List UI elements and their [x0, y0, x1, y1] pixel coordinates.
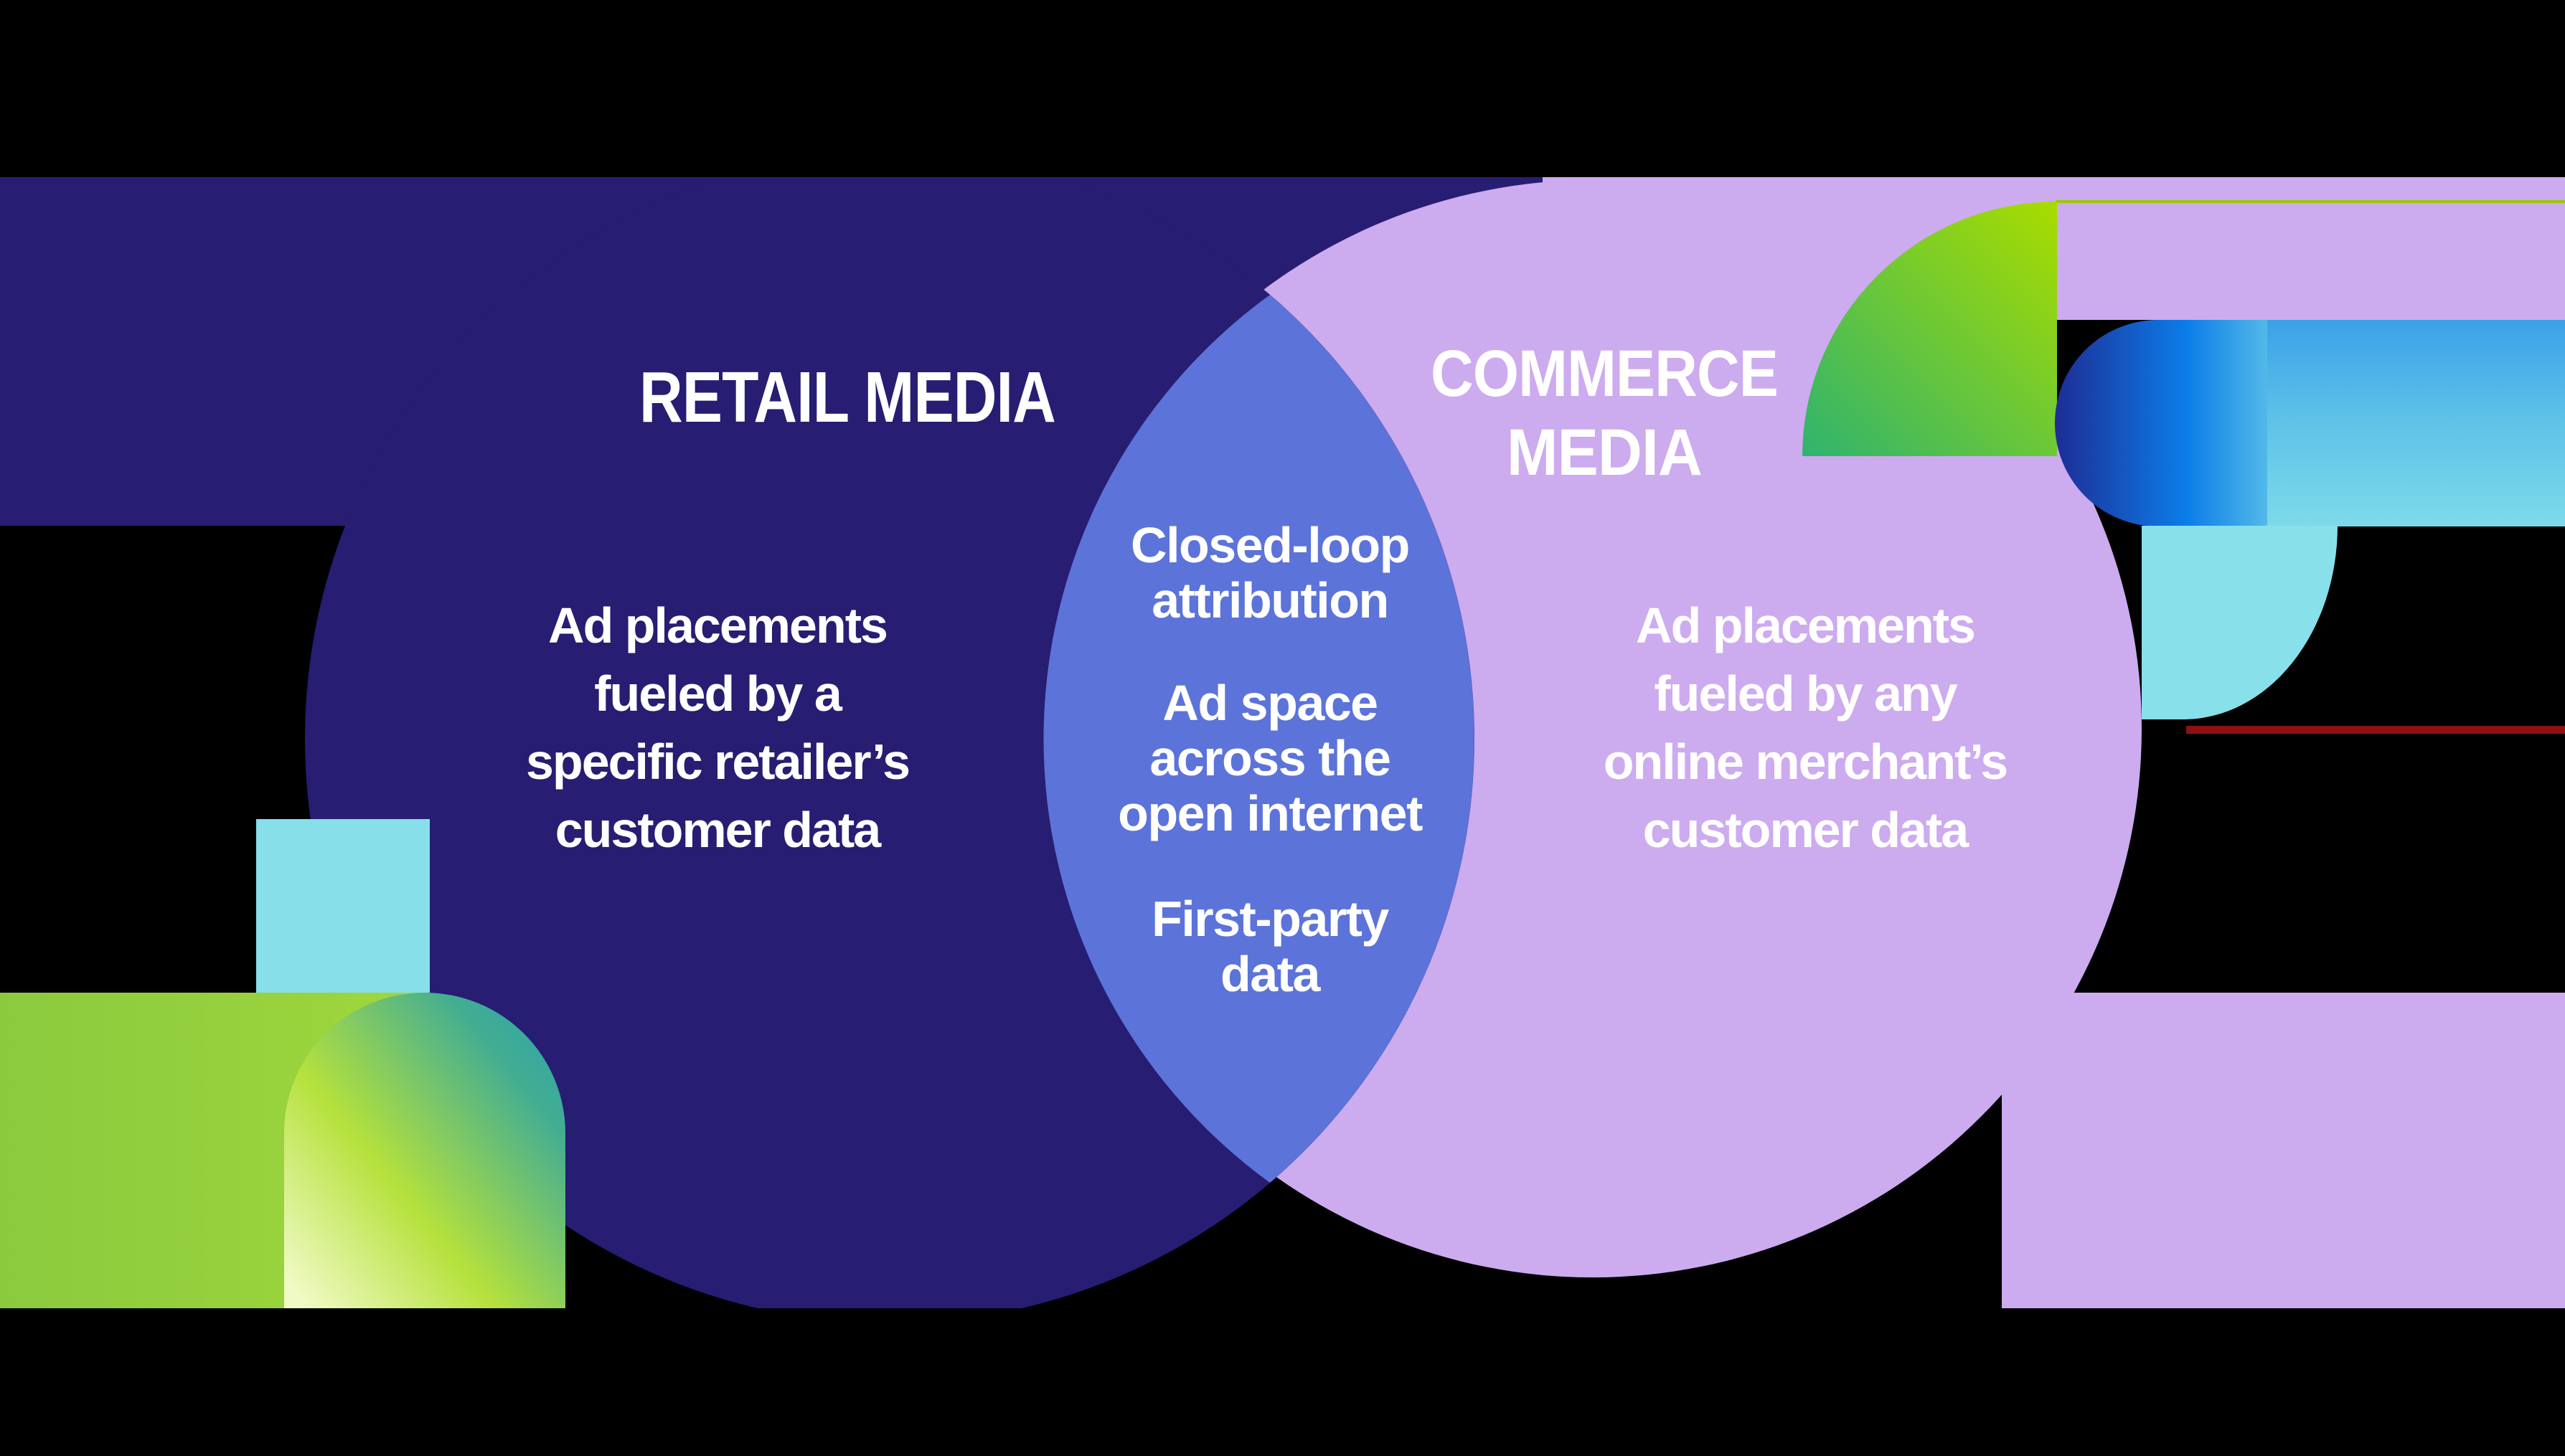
retail-body-line: fueled by a	[594, 666, 843, 722]
commerce-media-title-line1: COMMERCE	[1431, 337, 1778, 410]
purple-bottom-band	[2002, 993, 2565, 1308]
commerce-media-title-line2: MEDIA	[1507, 416, 1702, 489]
cyan-square	[256, 819, 430, 993]
lens-item-line: across the	[1149, 730, 1390, 786]
green-quarter-disc	[1802, 202, 2057, 456]
lens-item-line: Closed-loop	[1131, 517, 1409, 573]
green-accent-line	[2056, 200, 2565, 203]
retail-body-line: specific retailer’s	[526, 734, 909, 790]
blue-gradient-pill	[2055, 320, 2565, 526]
retail-body-line: Ad placements	[548, 597, 887, 653]
cyan-quarter-block	[2142, 526, 2338, 719]
commerce-body-line: fueled by any	[1654, 666, 1957, 722]
lens-item-line: data	[1220, 946, 1322, 1002]
retail-body-text: Ad placements fueled by a specific retai…	[526, 597, 910, 858]
blue-ball	[2055, 320, 2267, 526]
gradient-arch	[284, 993, 565, 1308]
commerce-media-title: COMMERCE MEDIA	[1431, 337, 1779, 489]
lens-item-line: attribution	[1152, 572, 1388, 628]
lens-item-line: Ad space	[1162, 675, 1377, 731]
retail-media-title: RETAIL MEDIA	[639, 357, 1055, 438]
commerce-body-line: Ad placements	[1636, 597, 1975, 653]
lens-item-line: open internet	[1118, 785, 1423, 841]
overlap-lens	[1043, 295, 1474, 1183]
commerce-body-line: customer data	[1643, 802, 1970, 858]
retail-body-line: customer data	[555, 802, 883, 858]
lens-item-line: First-party	[1152, 891, 1389, 947]
commerce-body-text: Ad placements fueled by any online merch…	[1604, 597, 2009, 858]
overlap-text: Closed-loop attribution Ad space across …	[1118, 517, 1424, 1002]
artwork-band	[0, 177, 2565, 1308]
red-accent-bar	[2186, 726, 2565, 734]
commerce-body-line: online merchant’s	[1604, 734, 2008, 790]
